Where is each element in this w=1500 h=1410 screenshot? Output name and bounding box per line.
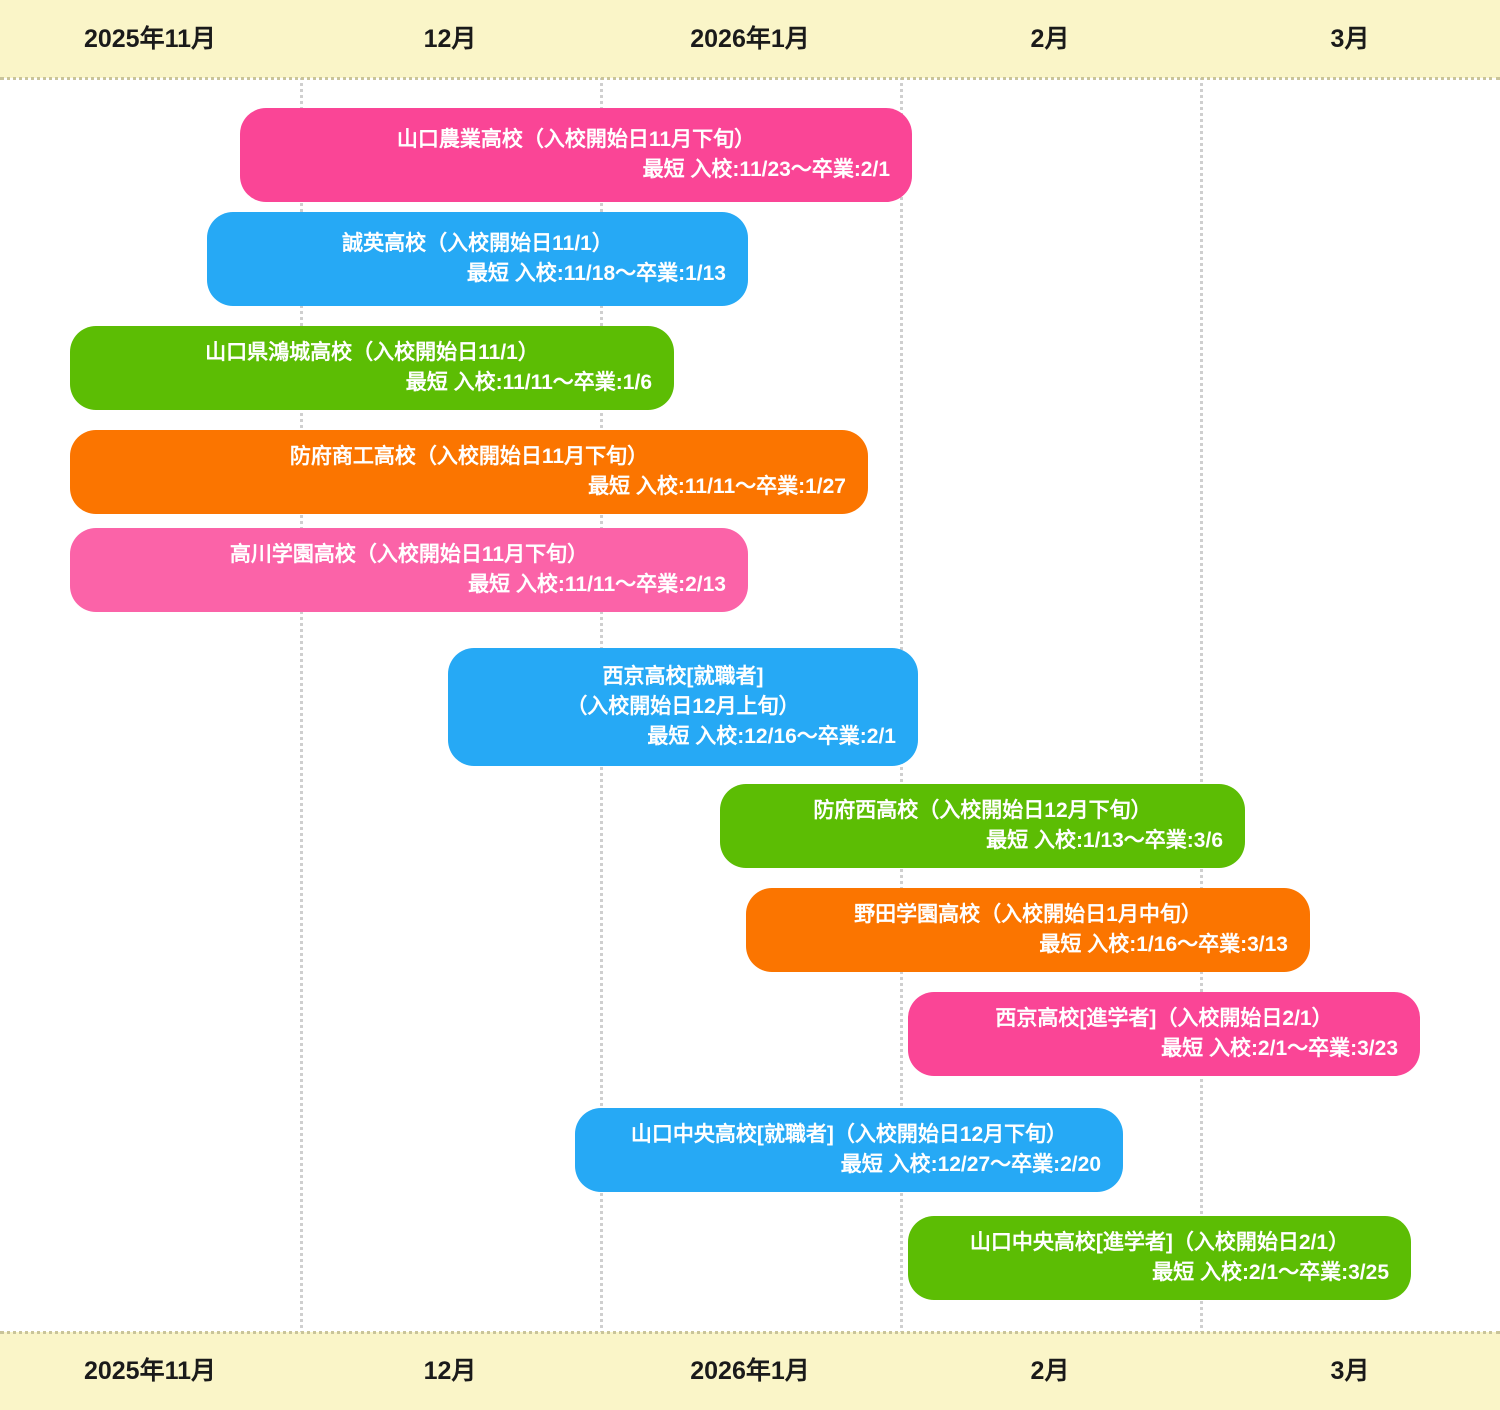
task-bar-title: 防府西高校（入校開始日12月下旬） — [813, 799, 1152, 823]
month-label-top-2: 2026年1月 — [690, 25, 810, 53]
task-bar-title: 野田学園高校（入校開始日1月中旬） — [854, 903, 1202, 927]
timeline-plot-area: 山口農業高校（入校開始日11月下旬） 最短 入校:11/23〜卒業:2/1 誠英高校… — [0, 78, 1500, 1332]
task-bar-saikyo-shingaku[interactable]: 西京高校[進学者]（入校開始日2/1） 最短 入校:2/1〜卒業:3/23 — [908, 992, 1420, 1076]
task-bar-period: 最短 入校:11/11〜卒業:1/27 — [588, 475, 846, 498]
task-bar-takagawa[interactable]: 高川学園高校（入校開始日11月下旬） 最短 入校:11/11〜卒業:2/13 — [70, 528, 748, 612]
month-label-bottom-1: 12月 — [423, 1357, 477, 1385]
task-bar-period: 最短 入校:1/16〜卒業:3/13 — [1039, 933, 1288, 956]
month-label-bottom-4: 3月 — [1330, 1357, 1370, 1385]
task-bar-period: 最短 入校:2/1〜卒業:3/25 — [1152, 1261, 1389, 1284]
task-bar-period: 最短 入校:11/18〜卒業:1/13 — [466, 262, 726, 285]
task-bar-title: 防府商工高校（入校開始日11月下旬） — [289, 445, 649, 469]
task-bar-period: 最短 入校:11/11〜卒業:1/6 — [405, 371, 652, 394]
task-bar-kojo[interactable]: 山口県鴻城高校（入校開始日11/1） 最短 入校:11/11〜卒業:1/6 — [70, 326, 674, 410]
task-bar-hofu-nishi[interactable]: 防府西高校（入校開始日12月下旬） 最短 入校:1/13〜卒業:3/6 — [720, 784, 1245, 868]
task-bar-title: 山口中央高校[就職者]（入校開始日12月下旬） — [630, 1123, 1068, 1147]
task-bar-title-line2: （入校開始日12月上旬） — [566, 695, 800, 719]
month-label-bottom-0: 2025年11月 — [83, 1357, 217, 1385]
task-bar-period: 最短 入校:11/23〜卒業:2/1 — [642, 158, 890, 181]
task-bar-title: 西京高校[進学者]（入校開始日2/1） — [995, 1007, 1333, 1031]
task-bar-title: 高川学園高校（入校開始日11月下旬） — [229, 543, 589, 567]
task-bar-title: 西京高校[就職者] — [602, 665, 764, 689]
month-gridline — [300, 10, 303, 1400]
task-bar-chuo-shingaku[interactable]: 山口中央高校[進学者]（入校開始日2/1） 最短 入校:2/1〜卒業:3/25 — [908, 1216, 1411, 1300]
footer-divider — [0, 1331, 1500, 1334]
task-bar-period: 最短 入校:12/27〜卒業:2/20 — [840, 1153, 1101, 1176]
month-label-top-4: 3月 — [1330, 25, 1370, 53]
task-bar-period: 最短 入校:2/1〜卒業:3/23 — [1161, 1037, 1398, 1060]
task-bar-chuo-shushoku[interactable]: 山口中央高校[就職者]（入校開始日12月下旬） 最短 入校:12/27〜卒業:2/… — [575, 1108, 1123, 1192]
task-bar-title: 山口県鴻城高校（入校開始日11/1） — [205, 341, 539, 365]
task-bar-title: 山口中央高校[進学者]（入校開始日2/1） — [969, 1231, 1350, 1255]
task-bar-seiei[interactable]: 誠英高校（入校開始日11/1） 最短 入校:11/18〜卒業:1/13 — [207, 212, 748, 306]
task-bar-yamaguchi-nogyo[interactable]: 山口農業高校（入校開始日11月下旬） 最短 入校:11/23〜卒業:2/1 — [240, 108, 912, 202]
task-bar-title: 山口農業高校（入校開始日11月下旬） — [396, 128, 756, 152]
header-divider — [0, 77, 1500, 80]
month-label-bottom-3: 2月 — [1030, 1357, 1070, 1385]
task-bar-noda-gakuen[interactable]: 野田学園高校（入校開始日1月中旬） 最短 入校:1/16〜卒業:3/13 — [746, 888, 1310, 972]
task-bar-title: 誠英高校（入校開始日11/1） — [342, 232, 613, 256]
task-bar-period: 最短 入校:12/16〜卒業:2/1 — [647, 724, 896, 748]
task-bar-hofu-shoko[interactable]: 防府商工高校（入校開始日11月下旬） 最短 入校:11/11〜卒業:1/27 — [70, 430, 868, 514]
month-label-top-3: 2月 — [1030, 25, 1070, 53]
task-bar-saikyo-shushoku[interactable]: 西京高校[就職者] （入校開始日12月上旬） 最短 入校:12/16〜卒業:2/1 — [448, 648, 918, 766]
month-label-top-0: 2025年11月 — [83, 25, 217, 53]
month-gridline — [1200, 10, 1203, 1400]
month-footer-band — [0, 1332, 1500, 1410]
month-label-bottom-2: 2026年1月 — [690, 1357, 810, 1385]
month-label-top-1: 12月 — [423, 25, 477, 53]
task-bar-period: 最短 入校:1/13〜卒業:3/6 — [986, 829, 1223, 852]
task-bar-period: 最短 入校:11/11〜卒業:2/13 — [468, 573, 726, 596]
month-header-band — [0, 0, 1500, 78]
